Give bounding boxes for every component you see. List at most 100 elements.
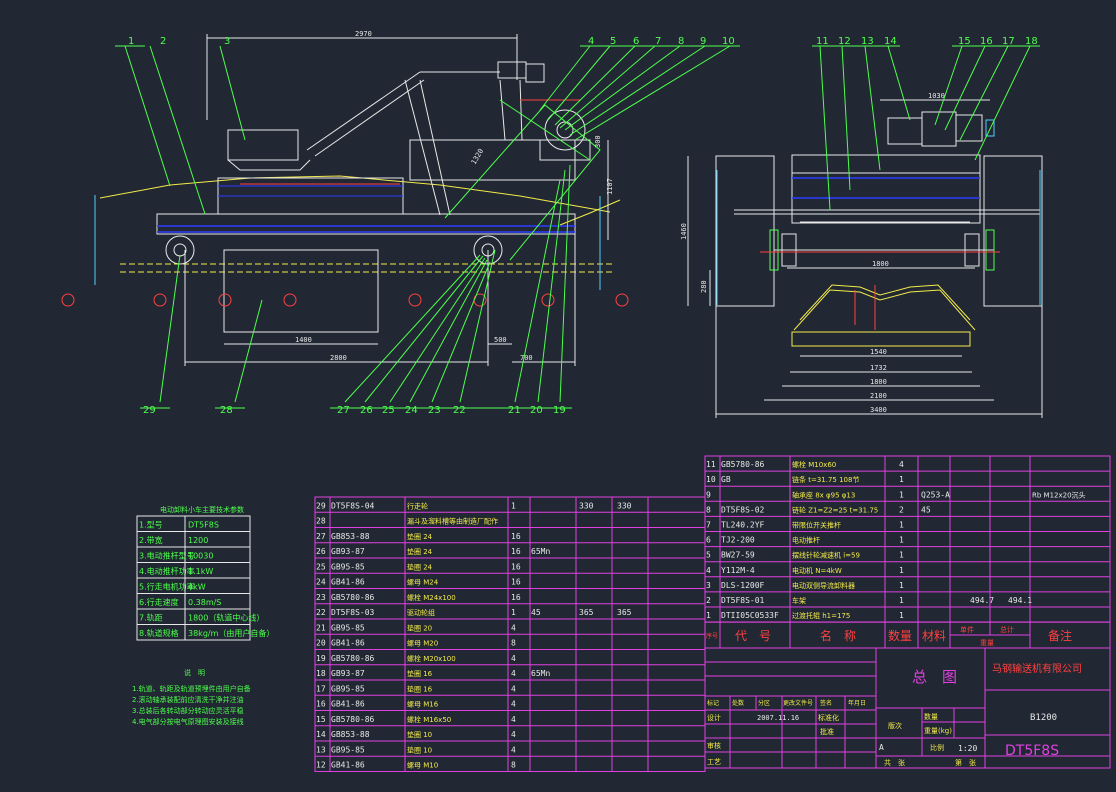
bom-row-no: 20 [316, 639, 326, 648]
bom-row-no: 24 [316, 578, 326, 587]
bom-row-name: 车架 [792, 596, 806, 605]
bom-row-code: DT5F8S-04 [331, 501, 375, 510]
bom-h-no: 序号 [706, 632, 718, 640]
bom-row-no: 26 [316, 547, 326, 556]
side-view: 2970 [61, 30, 740, 416]
bom-row-code: GB95-85 [331, 623, 365, 632]
callout-6: 6 [633, 36, 639, 47]
bom-row-no: 12 [316, 761, 326, 770]
bom-row-qty: 16 [511, 547, 521, 556]
dim-280: 280 [700, 280, 708, 293]
note-line: 1.轨道、轨距及轨道预埋件由用户自备 [132, 684, 251, 693]
callout-28: 28 [220, 405, 233, 416]
date: 2007.11.16 [757, 714, 799, 722]
callout-5: 5 [610, 36, 616, 47]
bom-row-code: DT5F8S-02 [721, 505, 765, 514]
bom-row-qty: 8 [511, 639, 516, 648]
bom-row-no: 16 [316, 700, 326, 709]
param-key: 2.带宽 [139, 535, 163, 545]
param-key: 1.型号 [139, 521, 163, 530]
bom-row-name: 电动机 N=4kW [792, 566, 842, 575]
param-key: 7.轨距 [139, 613, 163, 623]
callout-9: 9 [700, 36, 706, 47]
bom-row-no: 6 [706, 536, 711, 545]
bom-row-qty: 1 [899, 490, 904, 499]
bom-row-name: 摆线针轮减速机 i=59 [792, 551, 860, 560]
callout-11: 11 [816, 36, 829, 47]
bom-row-no: 8 [706, 505, 711, 514]
bom-row-qty: 2 [899, 505, 904, 514]
bom-row-name: 螺母 M20 [407, 639, 438, 648]
bom-row-code: GB41-86 [331, 639, 365, 648]
dim-3400: 3400 [870, 406, 887, 414]
callout-29: 29 [143, 405, 156, 416]
param-value: 4kW [188, 583, 206, 592]
bom-row-name: 垫圈 16 [407, 684, 433, 693]
param-value: 0.38m/S [188, 598, 221, 607]
drawing-code: DT5F8S [1005, 743, 1059, 759]
role-docno: 更改文件号 [783, 699, 813, 707]
dim-1400: 1400 [295, 336, 312, 344]
bom-row-code: GB95-85 [331, 562, 365, 571]
standard-label: 标准化 [818, 713, 839, 722]
bom-row-name: 垫圈 20 [407, 623, 432, 632]
bom-row-name: 带限位开关推杆 [792, 521, 841, 530]
bom-row-qty: 4 [511, 654, 516, 663]
callout-22: 22 [453, 405, 466, 416]
callout-25: 25 [382, 405, 395, 416]
role-mark: 标记 [707, 699, 719, 707]
callout-3: 3 [224, 36, 230, 47]
callout-12: 12 [838, 36, 851, 47]
bom-row-name: 垫圈 10 [407, 730, 432, 739]
dim-1800: 1800 [872, 260, 889, 268]
bom-header: 序号 代 号 名 称 数量 材料 单件 总计 重量 备注 [704, 621, 1111, 649]
bom-row-qty: 1 [899, 551, 904, 560]
title-block [704, 647, 1111, 769]
callout-18: 18 [1025, 36, 1038, 47]
callout-20: 20 [530, 405, 543, 416]
dim-1800b: 1800 [870, 378, 887, 386]
callout-13: 13 [861, 36, 874, 47]
dim-1732: 1732 [870, 364, 887, 372]
rev-label: 版次 [888, 721, 902, 730]
bom-row-code: GB95-85 [331, 684, 365, 693]
params-title: 电动卸料小车主要技术参数 [160, 505, 244, 514]
bom-row-no: 4 [706, 566, 711, 575]
drawing-name: 总 图 [912, 668, 957, 686]
bom-row-name: 链条 t=31.75 108节 [792, 475, 859, 484]
bom-row-name: 过渡托辊 h1=175 [792, 611, 850, 620]
title-block-text: 总 图 马钢输送机有限公司 B1200 DT5F8S 比例 1:20 A 数量 … [707, 662, 1082, 767]
callout-1: 1 [128, 36, 134, 47]
bom-row-code: GB5780-86 [331, 715, 375, 724]
dim-300: 300 [594, 135, 602, 148]
bom-row-name: 垫圈 16 [407, 669, 433, 678]
design-label: 设计 [707, 713, 721, 722]
bom-row-qty: 4 [511, 745, 516, 754]
bom-row-unit: 494.7 [970, 596, 994, 605]
sheet-total: 共 张 [884, 758, 905, 767]
bom-row-code: GB853-88 [331, 730, 370, 739]
bom-row-no: 5 [706, 551, 711, 560]
bom-row-no: 19 [316, 654, 326, 663]
callout-21: 21 [508, 405, 521, 416]
callout-14: 14 [884, 36, 897, 47]
bom-row-name: 轴承座 8x φ95 φ13 [792, 490, 855, 499]
bom-row-qty: 1 [899, 536, 904, 545]
bom-row-qty: 1 [511, 501, 516, 510]
sheet-no: 第 张 [955, 758, 976, 767]
callout-15: 15 [958, 36, 971, 47]
bom-row-no: 9 [706, 490, 711, 499]
param-value: 1200 [188, 536, 208, 545]
notes-title: 说 明 [184, 668, 205, 677]
bom-h-mat: 材料 [922, 629, 946, 643]
role-sign: 签名 [820, 699, 832, 707]
stage: A [879, 743, 884, 752]
bom-row-mat: 45 [531, 608, 541, 617]
bom-row-code: TL240.2YF [721, 521, 765, 530]
param-key: 6.行走速度 [139, 597, 179, 607]
scale-value: 1:20 [958, 744, 977, 753]
